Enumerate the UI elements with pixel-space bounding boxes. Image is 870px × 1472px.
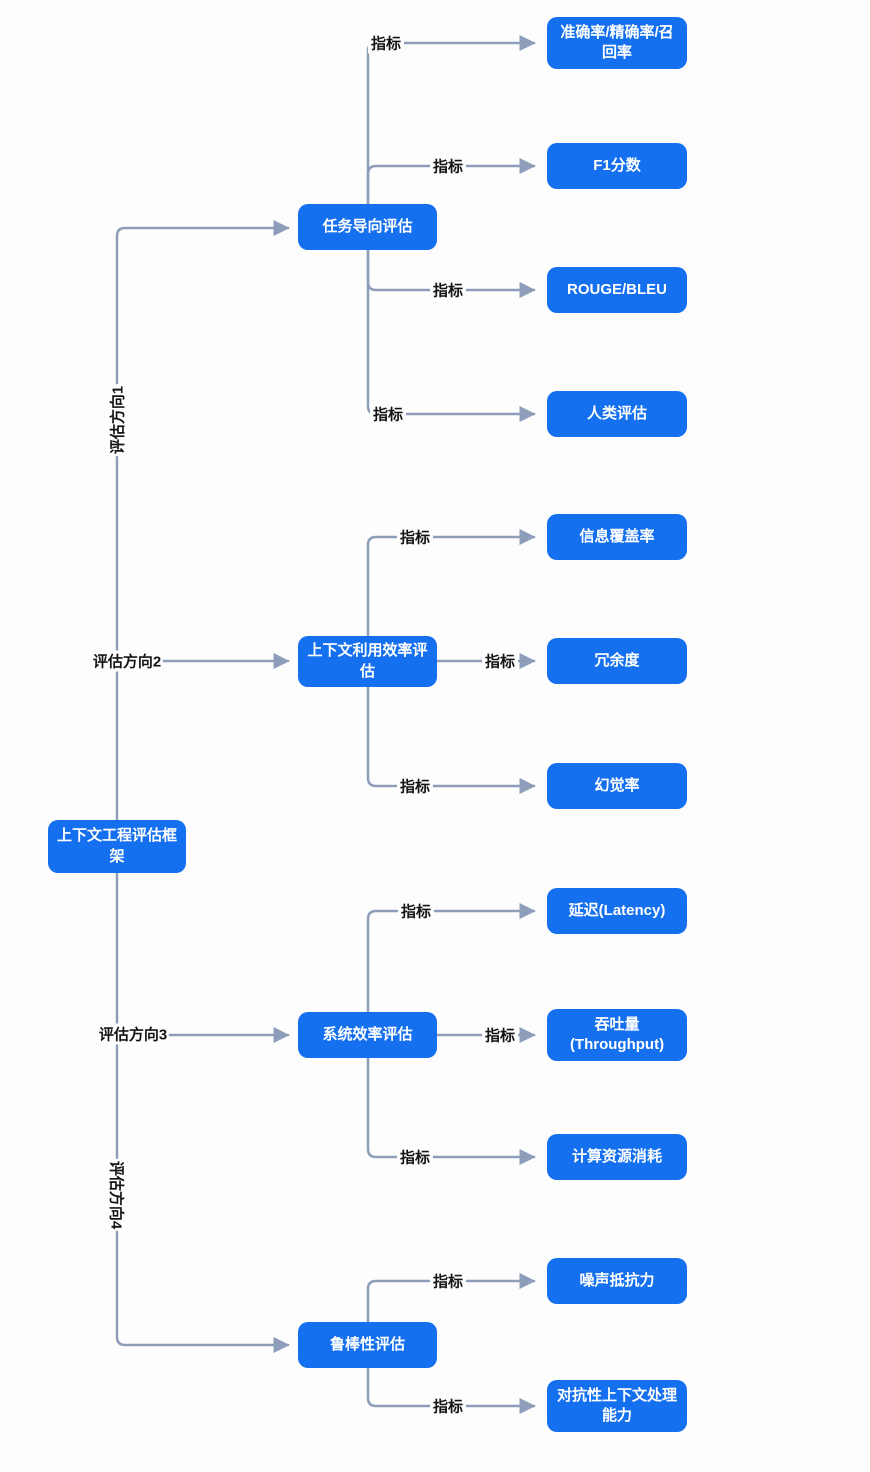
edge-label-metric: 指标 <box>429 1270 467 1292</box>
edge-label-metric: 指标 <box>481 650 519 672</box>
metric-node-noise-resistance[interactable]: 噪声抵抗力 <box>547 1258 687 1304</box>
branch-node-task-oriented-eval[interactable]: 任务导向评估 <box>298 204 437 250</box>
root-node-framework[interactable]: 上下文工程评估框架 <box>48 820 186 873</box>
metric-node-rouge-bleu[interactable]: ROUGE/BLEU <box>547 267 687 313</box>
branch-label-direction-1: 评估方向1 <box>106 383 128 457</box>
metric-node-compute-resource-consumption[interactable]: 计算资源消耗 <box>547 1134 687 1180</box>
branch-label-direction-4: 评估方向4 <box>106 1158 128 1232</box>
metric-node-adversarial-context-handling[interactable]: 对抗性上下文处理能力 <box>547 1380 687 1432</box>
edge-label-metric: 指标 <box>429 1395 467 1417</box>
metric-node-accuracy-precision-recall[interactable]: 准确率/精确率/召回率 <box>547 17 687 69</box>
edge-label-metric: 指标 <box>429 279 467 301</box>
edge-label-metric: 指标 <box>396 1146 434 1168</box>
metric-node-info-coverage[interactable]: 信息覆盖率 <box>547 514 687 560</box>
edge-label-metric: 指标 <box>396 775 434 797</box>
metric-node-hallucination-rate[interactable]: 幻觉率 <box>547 763 687 809</box>
metric-node-f1-score[interactable]: F1分数 <box>547 143 687 189</box>
metric-node-human-eval[interactable]: 人类评估 <box>547 391 687 437</box>
branch-label-direction-3: 评估方向3 <box>96 1023 170 1045</box>
branch-node-context-utilization-eval[interactable]: 上下文利用效率评估 <box>298 636 437 687</box>
edge-label-metric: 指标 <box>429 155 467 177</box>
branch-node-robustness-eval[interactable]: 鲁棒性评估 <box>298 1322 437 1368</box>
metric-node-throughput[interactable]: 吞吐量(Throughput) <box>547 1009 687 1061</box>
edge-label-metric: 指标 <box>369 403 407 425</box>
metric-node-latency[interactable]: 延迟(Latency) <box>547 888 687 934</box>
branch-label-direction-2: 评估方向2 <box>90 650 164 672</box>
edge-label-metric: 指标 <box>396 526 434 548</box>
edge-label-metric: 指标 <box>367 32 405 54</box>
edge-label-metric: 指标 <box>397 900 435 922</box>
metric-node-redundancy[interactable]: 冗余度 <box>547 638 687 684</box>
edge-label-metric: 指标 <box>481 1024 519 1046</box>
branch-node-system-efficiency-eval[interactable]: 系统效率评估 <box>298 1012 437 1058</box>
